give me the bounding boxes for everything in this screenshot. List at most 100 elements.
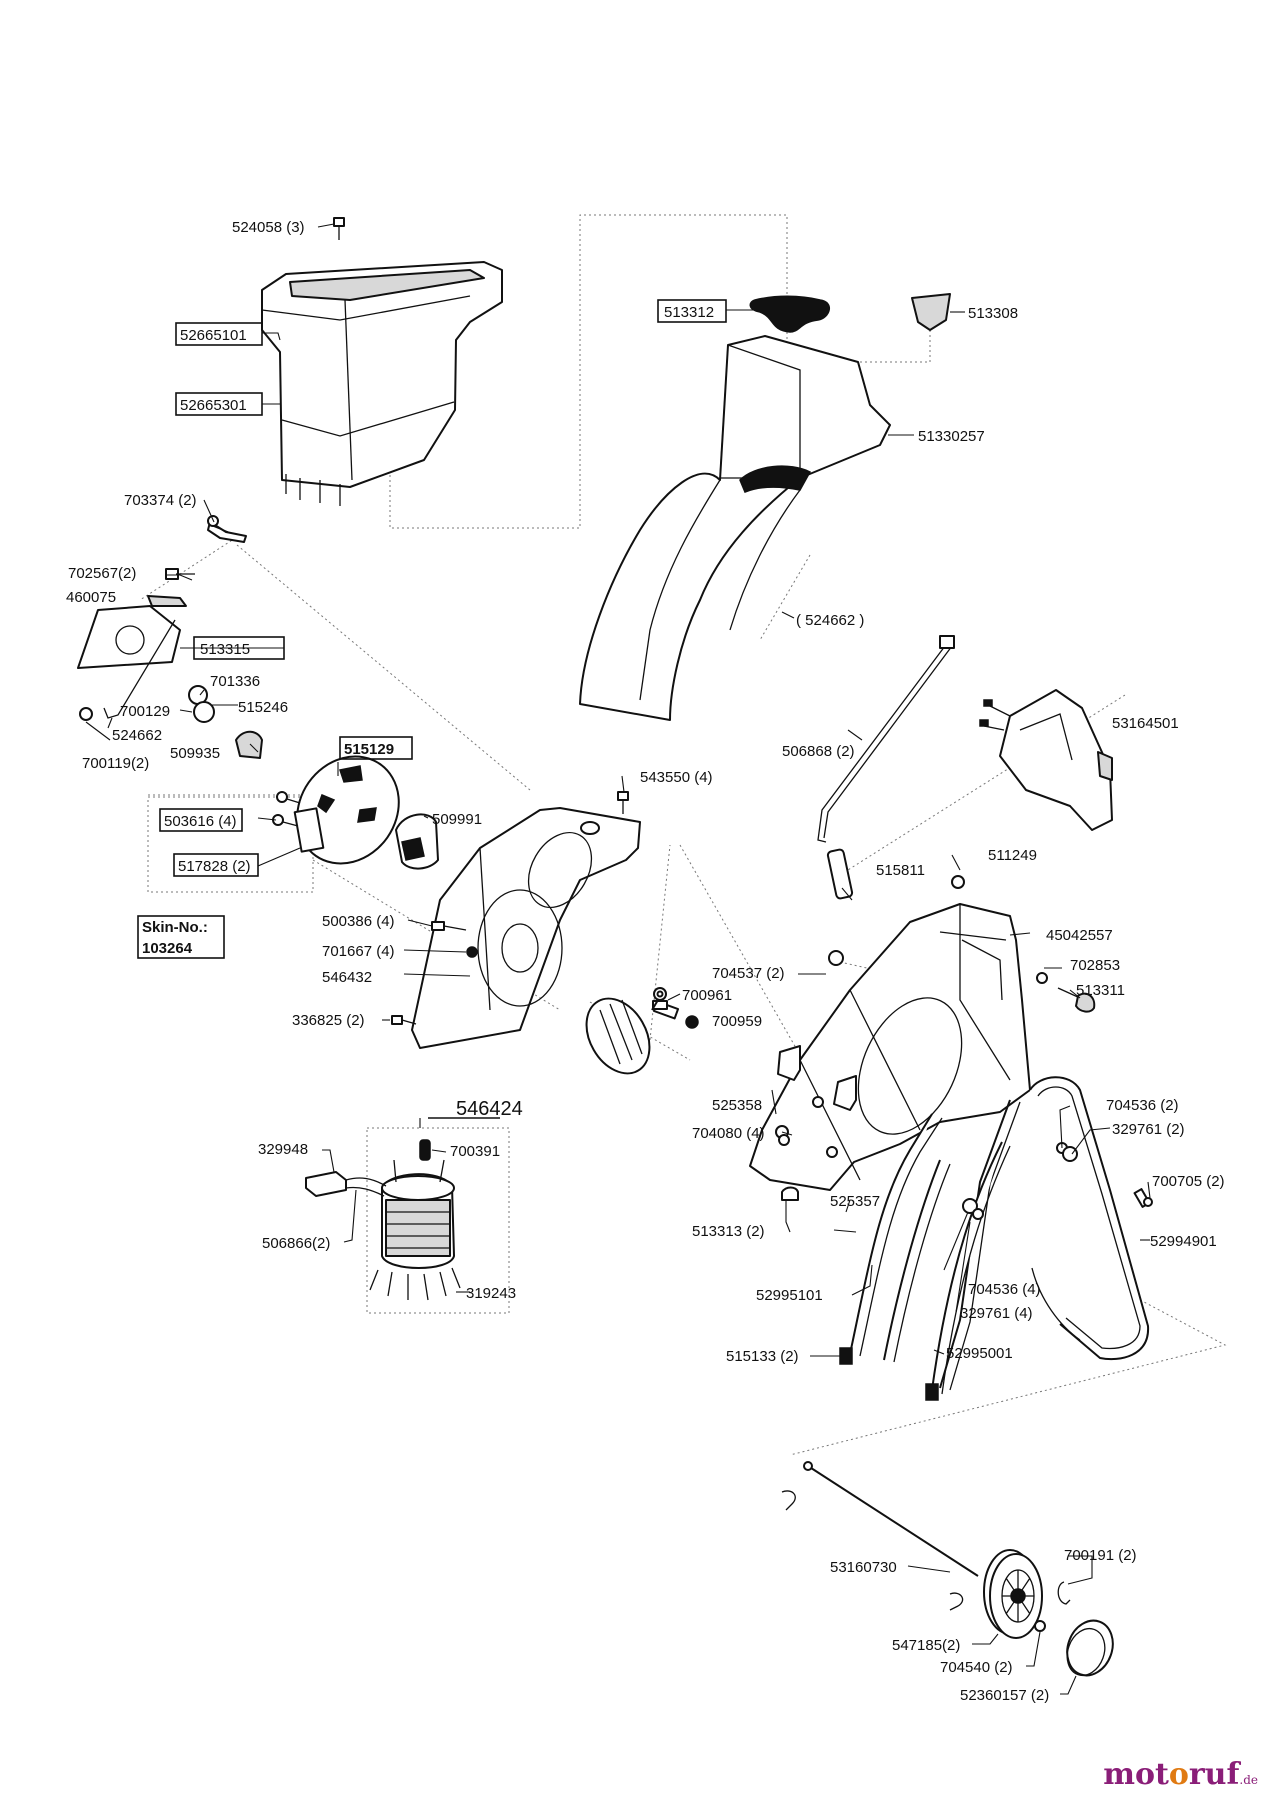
label-329761-b: 329761 (4) xyxy=(960,1305,1033,1322)
hopper-part xyxy=(261,261,503,506)
label-547185: 547185(2) xyxy=(892,1637,960,1654)
chute-part xyxy=(579,335,891,721)
bolt-icon xyxy=(207,521,247,543)
nut-icon xyxy=(79,707,93,721)
label-700191: 700191 (2) xyxy=(1064,1547,1137,1564)
label-704080: 704080 (4) xyxy=(692,1125,765,1142)
flap-part xyxy=(749,295,830,333)
leader-lines xyxy=(85,223,1151,1695)
label-524058: 524058 (3) xyxy=(232,219,305,236)
label-543550: 543550 (4) xyxy=(640,769,713,786)
label-700961: 700961 xyxy=(682,987,732,1004)
screw-icon xyxy=(651,987,668,1011)
wheel-part xyxy=(983,1549,1043,1639)
part-number-labels: 524058 (3) 52665101 52665301 513312 5133… xyxy=(66,219,1225,1704)
switch-box-part xyxy=(979,689,1113,831)
label-700959: 700959 xyxy=(712,1013,762,1030)
motor-part xyxy=(369,1139,461,1301)
label-329761-a: 329761 (2) xyxy=(1112,1121,1185,1138)
label-700705: 700705 (2) xyxy=(1152,1173,1225,1190)
label-704536-a: 704536 (2) xyxy=(1106,1097,1179,1114)
label-524662-ref: ( 524662 ) xyxy=(796,612,864,629)
label-546424: 546424 xyxy=(456,1098,523,1120)
label-509991: 509991 xyxy=(432,811,482,828)
leg-part xyxy=(839,1113,1011,1401)
main-housing-part xyxy=(749,903,1031,1191)
label-701667: 701667 (4) xyxy=(322,943,395,960)
label-513308: 513308 xyxy=(968,305,1018,322)
label-704537: 704537 (2) xyxy=(712,965,785,982)
label-524662: 524662 xyxy=(112,727,162,744)
bolt-icon xyxy=(962,1142,1153,1220)
label-52665101: 52665101 xyxy=(180,327,247,344)
label-525358: 525358 xyxy=(712,1097,762,1114)
label-503616: 503616 (4) xyxy=(164,813,237,830)
hub-cap-part xyxy=(1066,1619,1114,1677)
label-53160730: 53160730 xyxy=(830,1559,897,1576)
label-704536-b: 704536 (4) xyxy=(968,1281,1041,1298)
cover-plate-part xyxy=(77,595,187,719)
connector-part xyxy=(305,1171,387,1197)
label-500386: 500386 (4) xyxy=(322,913,395,930)
label-45042557: 45042557 xyxy=(1046,927,1113,944)
label-513313: 513313 (2) xyxy=(692,1223,765,1240)
axle-part xyxy=(781,1461,979,1611)
label-513315: 513315 xyxy=(200,641,250,658)
label-509935: 509935 xyxy=(170,745,220,762)
label-700129: 700129 xyxy=(120,703,170,720)
knob-icon xyxy=(1036,972,1096,1013)
label-skin-no: Skin-No.: xyxy=(142,919,208,936)
label-513311: 513311 xyxy=(1076,982,1125,999)
clip-part xyxy=(911,293,951,331)
label-skin-no-value: 103264 xyxy=(142,940,193,957)
screw-icon xyxy=(333,217,345,240)
label-702853: 702853 xyxy=(1070,957,1120,974)
label-515129: 515129 xyxy=(344,741,394,758)
label-53164501: 53164501 xyxy=(1112,715,1179,732)
knob-icon xyxy=(188,685,263,759)
label-52665301: 52665301 xyxy=(180,397,247,414)
nut-icon xyxy=(951,875,965,889)
label-701336: 701336 xyxy=(210,673,260,690)
bracket-part xyxy=(777,1045,857,1111)
label-52995001: 52995001 xyxy=(946,1345,1013,1362)
label-700119: 700119(2) xyxy=(82,755,149,772)
gear-housing-part xyxy=(411,807,641,1049)
label-329948: 329948 xyxy=(258,1141,308,1158)
site-watermark-logo: motoruf.de xyxy=(1103,1757,1258,1792)
cap-icon xyxy=(781,1186,799,1201)
cable-part xyxy=(817,635,955,843)
screw-icon xyxy=(272,791,301,827)
label-511249: 511249 xyxy=(988,847,1037,864)
label-513312: 513312 xyxy=(664,304,714,321)
label-52995101: 52995101 xyxy=(756,1287,823,1304)
hopper-feet xyxy=(285,474,341,506)
bolt-icon xyxy=(391,791,629,1025)
label-515811: 515811 xyxy=(876,862,925,879)
label-460075: 460075 xyxy=(66,589,116,606)
roller-part xyxy=(585,997,699,1075)
label-506866: 506866(2) xyxy=(262,1235,330,1252)
blade-holder-part xyxy=(395,813,439,870)
capacitor-part xyxy=(826,848,854,900)
label-703374: 703374 (2) xyxy=(124,492,197,509)
label-704540: 704540 (2) xyxy=(940,1659,1013,1676)
label-546432: 546432 xyxy=(322,969,372,986)
label-51330257: 51330257 xyxy=(918,428,985,445)
cutter-disc-part xyxy=(293,755,400,865)
label-506868: 506868 (2) xyxy=(782,743,855,760)
label-515133: 515133 (2) xyxy=(726,1348,799,1365)
label-52994901: 52994901 xyxy=(1150,1233,1217,1250)
label-52360157: 52360157 (2) xyxy=(960,1687,1049,1704)
washer-icon xyxy=(466,946,478,958)
label-319243: 319243 xyxy=(466,1285,516,1302)
label-boxes xyxy=(137,299,727,1119)
bolt-icon xyxy=(165,568,195,580)
label-700391: 700391 xyxy=(450,1143,500,1160)
label-525357: 525357 xyxy=(830,1193,880,1210)
label-517828: 517828 (2) xyxy=(178,858,251,875)
label-515246: 515246 xyxy=(238,699,288,716)
label-336825: 336825 (2) xyxy=(292,1012,365,1029)
label-702567: 702567(2) xyxy=(68,565,136,582)
